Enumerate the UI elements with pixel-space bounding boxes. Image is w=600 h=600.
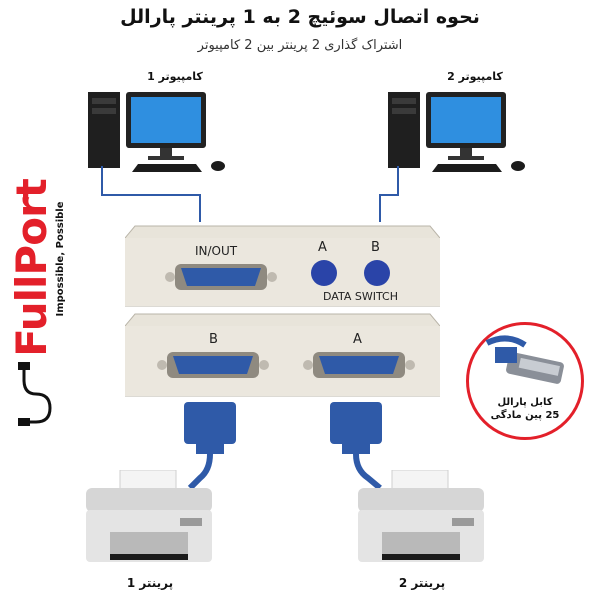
printer-1-label: پرینتر 1	[126, 576, 174, 590]
port-a-label: A	[353, 332, 362, 347]
button-b-label: B	[371, 240, 380, 255]
computer-2-label: کامپیوتر 2	[447, 70, 503, 83]
computer-1-label: کامپیوتر 1	[147, 70, 203, 83]
usb-cable-icon	[18, 362, 52, 426]
computer-2: کامپیوتر 2	[380, 70, 540, 180]
data-switch-label: DATA SWITCH	[323, 290, 398, 303]
in-out-label: IN/OUT	[195, 244, 238, 258]
cable-callout-line1: کابل پارالل	[497, 397, 553, 408]
switch-box-top-shape	[125, 225, 440, 307]
port-b-label: B	[209, 332, 218, 347]
printer-1: پرینتر 1	[80, 470, 220, 596]
printer-2-label: پرینتر 2	[398, 576, 446, 590]
switch-box-top: IN/OUT A B DATA SWITCH	[125, 218, 440, 310]
cable-callout-line2: 25 پین مادگی	[490, 410, 560, 421]
computer-1-icon	[88, 92, 225, 172]
button-a-label: A	[318, 240, 327, 255]
parallel-cable-icon	[485, 335, 564, 384]
computer-1: کامپیوتر 1	[80, 70, 240, 180]
printer-1-icon	[86, 470, 212, 562]
switch-box-bottom-shape	[125, 313, 440, 397]
page-title: نحوه اتصال سوئیچ 2 به 1 پرینتر پارالل	[120, 6, 480, 28]
switch-box-bottom: B A	[125, 312, 440, 400]
printer-2-icon	[358, 470, 484, 562]
cable-callout: کابل پارالل 25 پین مادگی	[466, 322, 584, 440]
computer-2-icon	[388, 92, 525, 172]
page-subtitle: اشتراک گذاری 2 پرینتر بین 2 کامپیوتر	[197, 38, 403, 53]
printer-2: پرینتر 2	[352, 470, 492, 596]
